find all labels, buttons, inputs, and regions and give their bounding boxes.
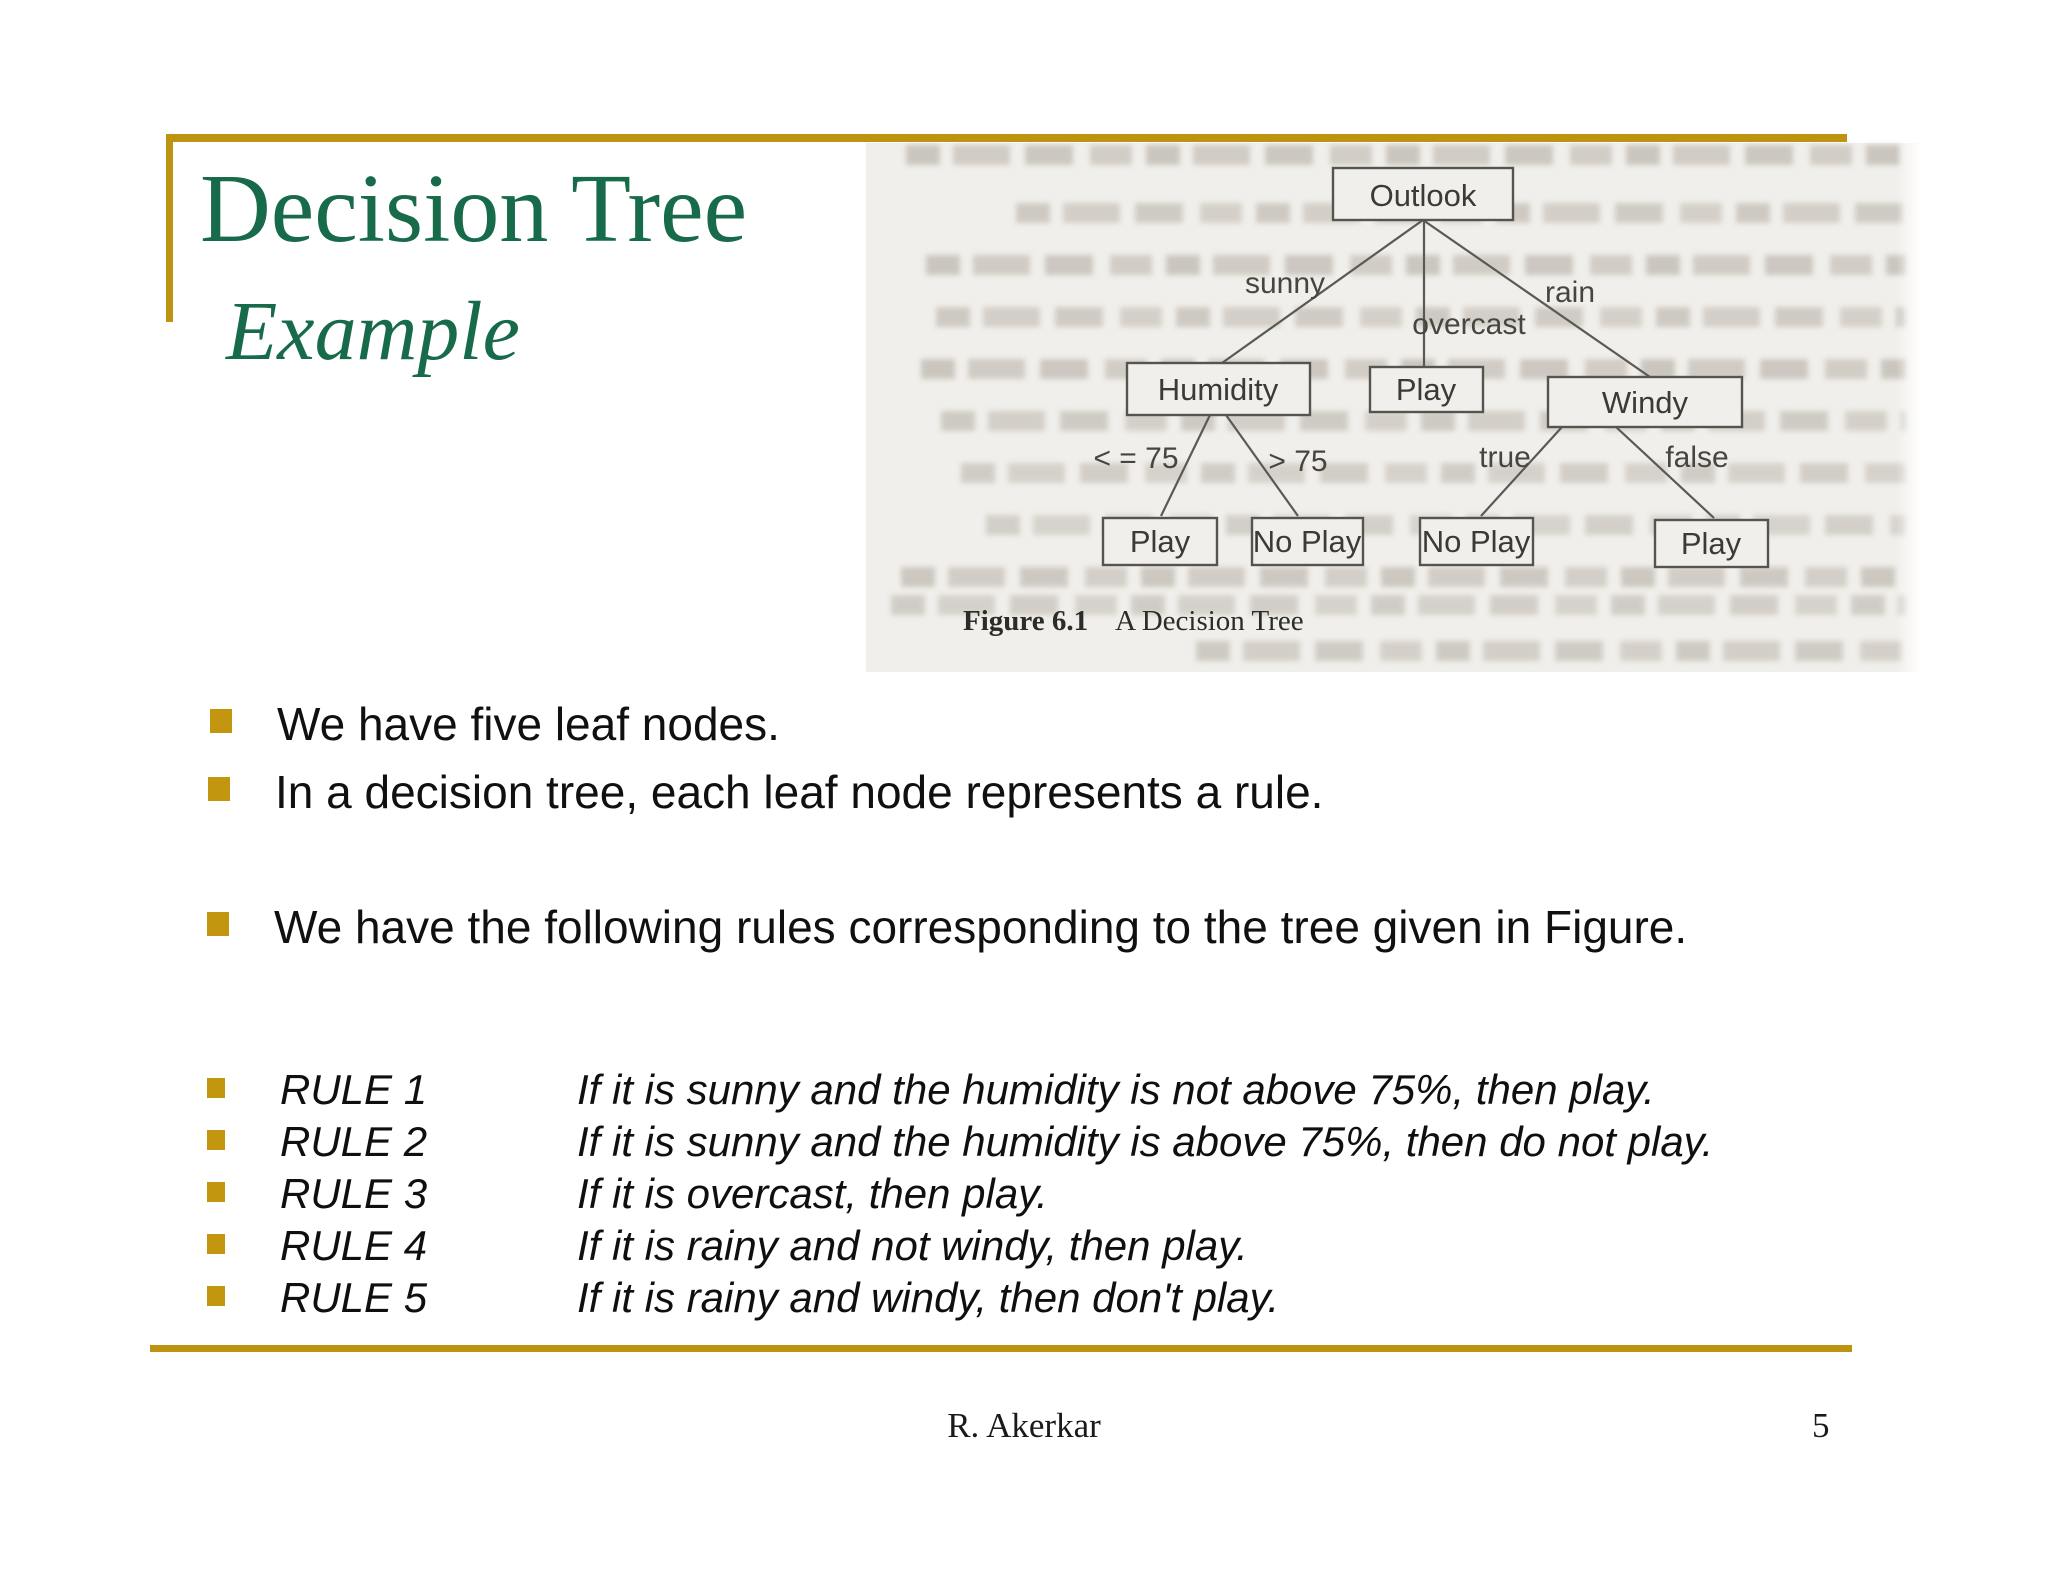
tree-edge-label-overcast: overcast xyxy=(1412,308,1526,341)
figure-caption-number: Figure 6.1 xyxy=(963,605,1089,637)
figure-scan-image: Outlook Humidity Play Windy Play No Play… xyxy=(866,143,1922,672)
decision-tree-figure: Outlook Humidity Play Windy Play No Play… xyxy=(1093,166,1770,569)
tree-edge-label-le75: < = 75 xyxy=(1093,442,1178,475)
figure-caption-text: A Decision Tree xyxy=(1115,605,1304,637)
rule-row: RULE 4 If it is rainy and not windy, the… xyxy=(207,1221,1248,1271)
rule-row: RULE 3 If it is overcast, then play. xyxy=(207,1169,1048,1219)
rule-text: If it is sunny and the humidity is not a… xyxy=(577,1066,1655,1113)
tree-node-outlook xyxy=(1331,166,1515,222)
bullet-square-icon xyxy=(207,912,229,936)
bullet-square-icon xyxy=(207,1182,225,1202)
scan-noise-row xyxy=(891,595,1906,615)
tree-leaf-label: Play xyxy=(1130,524,1191,559)
tree-leaf-label: No Play xyxy=(1253,524,1362,559)
tree-edge-label-sunny: sunny xyxy=(1245,267,1325,300)
bullet-item: We have the following rules correspondin… xyxy=(207,900,1687,955)
rule-row: RULE 5 If it is rainy and windy, then do… xyxy=(207,1273,1279,1323)
tree-edge-true xyxy=(1480,426,1563,517)
tree-edge-false xyxy=(1615,426,1715,519)
rule-text: If it is rainy and not windy, then play. xyxy=(577,1222,1248,1269)
tree-leaf-noplay-1 xyxy=(1250,516,1365,567)
scan-noise-row xyxy=(906,145,1906,165)
tree-node-label: Humidity xyxy=(1158,372,1279,407)
slide-title: Decision Tree xyxy=(200,155,748,263)
rule-text: If it is overcast, then play. xyxy=(577,1170,1048,1217)
tree-node-play-overcast xyxy=(1368,365,1485,414)
tree-edge-label-true: true xyxy=(1479,441,1531,474)
bullet-text: We have five leaf nodes. xyxy=(277,698,780,750)
bullet-square-icon xyxy=(207,1078,225,1098)
tree-edge-label-rain: rain xyxy=(1545,276,1595,309)
footer-author: R. Akerkar xyxy=(947,1406,1101,1445)
rule-row: RULE 1 If it is sunny and the humidity i… xyxy=(207,1065,1655,1115)
rule-label: RULE 1 xyxy=(280,1066,428,1113)
tree-node-label: Outlook xyxy=(1370,178,1477,213)
rule-label: RULE 4 xyxy=(280,1222,428,1269)
bullet-item: In a decision tree, each leaf node repre… xyxy=(208,765,1323,820)
tree-edge-rain xyxy=(1422,219,1651,378)
bullet-item: We have five leaf nodes. xyxy=(210,697,780,752)
tree-leaf-play-2 xyxy=(1653,518,1770,569)
figure-caption: Figure 6.1 A Decision Tree xyxy=(963,605,1304,638)
rule-text: If it is rainy and windy, then don't pla… xyxy=(577,1274,1280,1321)
tree-leaf-label: Play xyxy=(1681,526,1742,561)
rule-label: RULE 5 xyxy=(280,1274,428,1321)
tree-leaf-label: No Play xyxy=(1422,524,1531,559)
tree-node-humidity xyxy=(1125,361,1312,417)
tree-edge-label-false: false xyxy=(1665,441,1728,474)
tree-edge-gt75 xyxy=(1225,414,1299,517)
bullet-square-icon xyxy=(208,777,230,801)
tree-edge-sunny xyxy=(1221,219,1424,364)
bullet-square-icon xyxy=(207,1234,225,1254)
bullet-square-icon xyxy=(210,709,232,733)
scan-noise-row xyxy=(926,255,1906,275)
tree-leaf-play-1 xyxy=(1101,516,1219,567)
bullet-text: In a decision tree, each leaf node repre… xyxy=(275,766,1324,818)
tree-node-label: Windy xyxy=(1602,385,1689,420)
scan-noise-row xyxy=(936,307,1906,327)
scan-noise-row xyxy=(901,567,1906,587)
scan-page-edge xyxy=(1896,143,1922,672)
rule-text: If it is sunny and the humidity is above… xyxy=(577,1118,1714,1165)
bullet-text: We have the following rules correspondin… xyxy=(274,901,1688,953)
top-accent-line xyxy=(170,134,1847,142)
left-accent-line xyxy=(166,134,173,322)
bottom-accent-line xyxy=(150,1345,1852,1352)
tree-edge-label-gt75: > 75 xyxy=(1268,445,1327,478)
tree-node-windy xyxy=(1546,375,1744,429)
tree-node-label: Play xyxy=(1396,372,1457,407)
slide-subtitle: Example xyxy=(226,285,520,378)
bullet-square-icon xyxy=(207,1130,225,1150)
bullet-square-icon xyxy=(207,1286,225,1306)
scan-noise-row xyxy=(1196,641,1906,661)
footer-page-number: 5 xyxy=(1812,1406,1830,1445)
tree-edge-le75 xyxy=(1160,414,1211,517)
rule-row: RULE 2 If it is sunny and the humidity i… xyxy=(207,1117,1713,1167)
rule-label: RULE 3 xyxy=(280,1170,428,1217)
rule-label: RULE 2 xyxy=(280,1118,428,1165)
tree-leaf-noplay-2 xyxy=(1418,516,1535,567)
